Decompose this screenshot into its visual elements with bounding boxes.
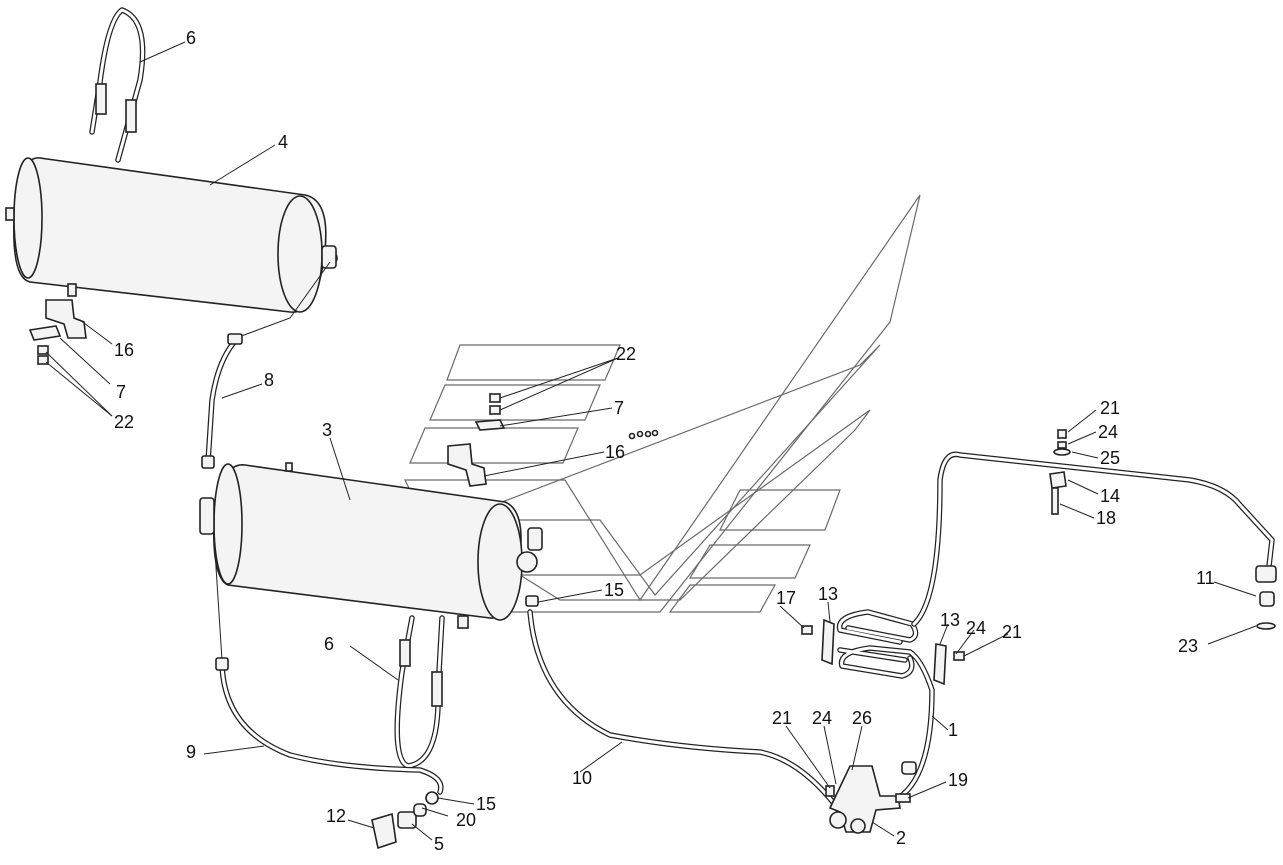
callout-24-coil: 24 (966, 618, 986, 638)
air-receiver-4 (5, 157, 338, 313)
fasteners-upper-right (1049, 429, 1277, 630)
callout-21-coil: 21 (1002, 622, 1022, 642)
air-receiver-3 (199, 462, 543, 629)
callout-labels: 6 4 16 7 22 8 3 22 7 16 15 6 9 10 12 20 … (114, 28, 1215, 854)
callout-6-upper: 6 (186, 28, 196, 48)
callout-16-upper: 16 (114, 340, 134, 360)
fittings-lower-left (371, 791, 439, 850)
hose-8 (201, 261, 331, 469)
leader-lines (45, 41, 1257, 841)
hose-10 (527, 609, 839, 809)
callout-6-lower: 6 (324, 634, 334, 654)
callout-5: 5 (434, 834, 444, 854)
callout-13-right: 13 (940, 610, 960, 630)
pressure-regulator-2 (825, 765, 911, 834)
callout-3: 3 (322, 420, 332, 440)
callout-18: 18 (1096, 508, 1116, 528)
callout-22-center: 22 (616, 344, 636, 364)
callout-21-valve: 21 (772, 708, 792, 728)
callout-23: 23 (1178, 636, 1198, 656)
callout-1: 1 (948, 720, 958, 740)
callout-15-lower: 15 (476, 794, 496, 814)
tank-strap-6-upper (89, 7, 146, 163)
bracket-16-upper (28, 299, 87, 365)
callout-26: 26 (852, 708, 872, 728)
callout-24-valve: 24 (812, 708, 832, 728)
callout-12: 12 (326, 806, 346, 826)
callout-16-center: 16 (605, 442, 625, 462)
coil-tube-1 (836, 451, 1275, 803)
callout-9: 9 (186, 742, 196, 762)
callout-7-upper: 7 (116, 382, 126, 402)
callout-21-top: 21 (1100, 398, 1120, 418)
callout-17: 17 (776, 588, 796, 608)
callout-25: 25 (1100, 448, 1120, 468)
callout-14: 14 (1100, 486, 1120, 506)
callout-22-upper: 22 (114, 412, 134, 432)
callout-19: 19 (948, 770, 968, 790)
clips-13 (801, 618, 965, 686)
callout-10: 10 (572, 768, 592, 788)
callout-24-top: 24 (1098, 422, 1118, 442)
callout-15-center: 15 (604, 580, 624, 600)
callout-7-center: 7 (614, 398, 624, 418)
callout-8: 8 (264, 370, 274, 390)
tank-strap-6-lower (394, 615, 445, 769)
callout-4: 4 (278, 132, 288, 152)
callout-13-left: 13 (818, 584, 838, 604)
hose-9 (213, 535, 444, 795)
callout-20: 20 (456, 810, 476, 830)
callout-11: 11 (1196, 568, 1215, 588)
callout-2: 2 (896, 828, 906, 848)
fasteners-center-upper (447, 393, 659, 487)
